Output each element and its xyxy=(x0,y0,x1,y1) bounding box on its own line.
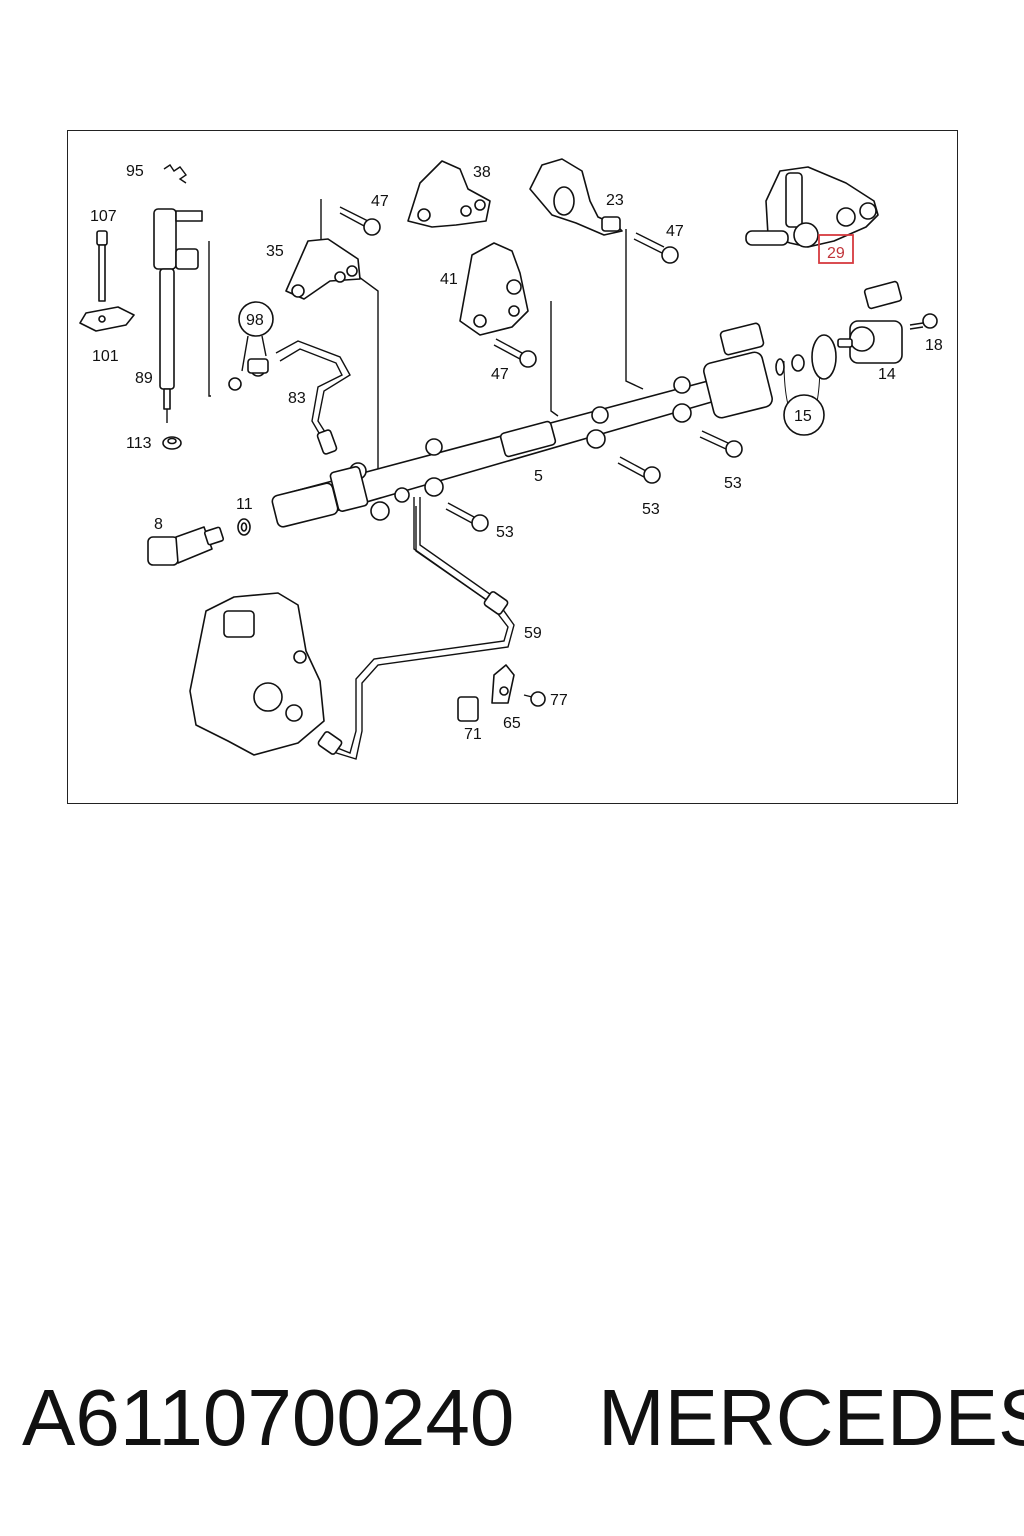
part-89-injector xyxy=(153,208,203,423)
part-95-clip xyxy=(163,164,188,184)
callout-101: 101 xyxy=(92,348,119,365)
part-59-pipe xyxy=(317,497,515,760)
callout-23: 23 xyxy=(606,192,624,209)
high-pressure-pump xyxy=(189,592,325,756)
footer: A6110700240 MERCEDES xyxy=(0,1368,1024,1478)
callout-47-a: 47 xyxy=(371,193,389,210)
callout-107: 107 xyxy=(90,208,117,225)
callout-38: 38 xyxy=(473,164,491,181)
part-35-bracket xyxy=(285,238,361,300)
part-23-bracket xyxy=(529,158,623,236)
callout-83: 83 xyxy=(288,390,306,407)
callout-59: 59 xyxy=(524,625,542,642)
part-71-sleeve xyxy=(457,696,479,722)
callout-95: 95 xyxy=(126,163,144,180)
callout-53-b: 53 xyxy=(642,501,660,518)
part-47-bolt-a xyxy=(339,206,381,236)
callout-53-c: 53 xyxy=(724,475,742,492)
callout-8: 8 xyxy=(154,516,163,533)
part-15-seals xyxy=(775,334,837,436)
parts-diagram: 95 107 101 89 113 98 35 47 38 23 47 29 4… xyxy=(67,130,958,804)
callout-98: 98 xyxy=(246,312,264,329)
callout-15: 15 xyxy=(794,408,812,425)
callout-5: 5 xyxy=(534,468,543,485)
fuel-rail-exploded-view: 95 107 101 89 113 98 35 47 38 23 47 29 4… xyxy=(79,158,943,760)
part-number: A6110700240 xyxy=(22,1373,515,1462)
part-18-screw xyxy=(909,313,938,330)
part-14-regulator xyxy=(837,280,903,364)
callout-18: 18 xyxy=(925,337,943,354)
part-41-bracket xyxy=(459,242,529,336)
callout-47-b: 47 xyxy=(666,223,684,240)
callout-14: 14 xyxy=(878,366,896,383)
part-53-bolt-b xyxy=(617,456,661,484)
part-83-line xyxy=(275,340,351,455)
callout-89: 89 xyxy=(135,370,153,387)
callout-35: 35 xyxy=(266,243,284,260)
part-29-housing xyxy=(745,166,879,248)
callout-41: 41 xyxy=(440,271,458,288)
part-11-washer xyxy=(237,518,251,536)
part-53-bolt-c xyxy=(699,430,743,458)
part-5-rail xyxy=(271,322,773,528)
highlight-box xyxy=(818,234,854,264)
part-113-washer xyxy=(162,436,182,450)
part-47-bolt-c xyxy=(493,338,537,368)
part-77-screw xyxy=(523,691,546,707)
callout-71: 71 xyxy=(464,726,482,743)
callout-77: 77 xyxy=(550,692,568,709)
part-98-seals xyxy=(228,301,274,391)
callout-113: 113 xyxy=(126,435,152,452)
callout-labels: 95 107 101 89 113 98 35 47 38 23 47 29 4… xyxy=(90,163,943,743)
part-38-bracket xyxy=(407,160,491,228)
callout-65: 65 xyxy=(503,715,521,732)
part-8-sensor xyxy=(147,526,225,566)
callout-53-a: 53 xyxy=(496,524,514,541)
callout-11: 11 xyxy=(236,496,253,513)
part-47-bolt-b xyxy=(633,232,679,264)
callout-29: 29 xyxy=(827,245,845,262)
callout-47-c: 47 xyxy=(491,366,509,383)
part-65-clip xyxy=(491,664,515,704)
part-107-bolt xyxy=(96,230,108,302)
brand-name: MERCEDES xyxy=(598,1373,1024,1462)
part-101-clamp xyxy=(79,306,135,332)
part-53-bolt-a xyxy=(445,502,489,532)
